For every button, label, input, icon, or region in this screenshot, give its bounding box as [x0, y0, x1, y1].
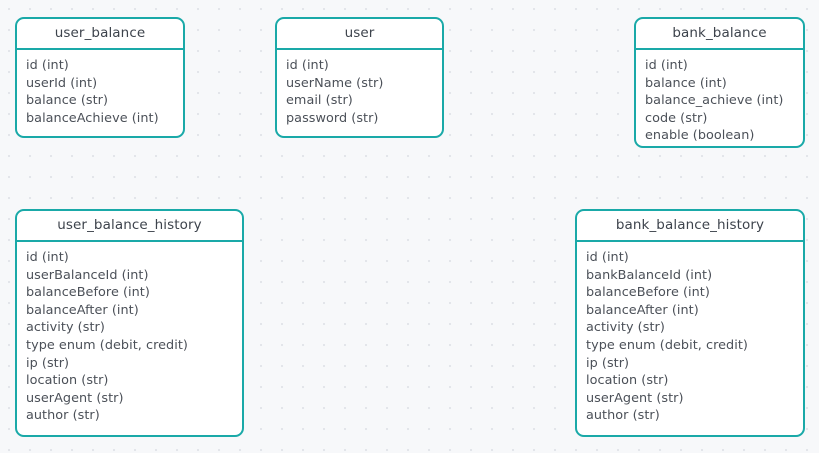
entity-field: id (int)	[645, 58, 688, 73]
entity-field: balanceBefore (int)	[26, 285, 150, 301]
entity-field: type enum (debit, credit)	[586, 337, 748, 353]
entity-field: balanceAfter (int)	[26, 302, 139, 318]
entity-field: id (int)	[286, 58, 329, 73]
entity-field: id (int)	[586, 250, 629, 265]
entity-field: enable (boolean)	[645, 128, 755, 144]
entity-field: userAgent (str)	[26, 390, 124, 406]
entity-field-list-bank_balance_history: id (int) bankBalanceId (int) balanceBefore…	[577, 242, 803, 432]
entity-field: ip (str)	[586, 355, 630, 371]
entity-field: author (str)	[586, 408, 660, 424]
entity-title-bank_balance_history: bank_balance_history	[577, 211, 803, 242]
entity-field-list-bank_balance: id (int) balance (int) balance_achieve (in…	[636, 50, 803, 146]
entity-field: activity (str)	[586, 320, 665, 336]
entity-field: id (int)	[26, 250, 69, 265]
entity-field: id (int)	[26, 58, 69, 73]
entity-field: balanceAchieve (int)	[26, 110, 159, 126]
entity-field: location (str)	[26, 373, 109, 389]
entity-field: balanceBefore (int)	[586, 285, 710, 301]
entity-field: balance (str)	[26, 93, 109, 109]
entity-field: userAgent (str)	[586, 390, 684, 406]
entity-title-user_balance: user_balance	[17, 19, 183, 50]
entity-field: userName (str)	[286, 75, 384, 91]
entity-field: balanceAfter (int)	[586, 302, 699, 318]
entity-field: activity (str)	[26, 320, 105, 336]
entity-title-bank_balance: bank_balance	[636, 19, 803, 50]
entity-field: author (str)	[26, 408, 100, 424]
entity-field: userBalanceId (int)	[26, 267, 149, 283]
entity-field: code (str)	[645, 110, 708, 126]
entity-field: bankBalanceId (int)	[586, 267, 713, 283]
entity-field: type enum (debit, credit)	[26, 337, 188, 353]
entity-field: userId (int)	[26, 75, 98, 91]
entity-user[interactable]: user id (int) userName (str) email (str)pas…	[275, 17, 444, 138]
entity-title-user_balance_history: user_balance_history	[17, 211, 242, 242]
entity-field: balance (int)	[645, 75, 727, 91]
entity-field-list-user: id (int) userName (str) email (str)passwor…	[277, 50, 442, 134]
entity-title-user: user	[277, 19, 442, 50]
entity-field: password (str)	[286, 110, 379, 126]
entity-field-list-user_balance_history: id (int) userBalanceId (int) balanceBefore…	[17, 242, 242, 432]
entity-field: ip (str)	[26, 355, 70, 371]
entity-field: location (str)	[586, 373, 669, 389]
entity-field-list-user_balance: id (int) userId (int) balance (str)balance…	[17, 50, 183, 134]
entity-field: balance_achieve (int)	[645, 93, 784, 109]
entity-field: email (str)	[286, 93, 353, 109]
